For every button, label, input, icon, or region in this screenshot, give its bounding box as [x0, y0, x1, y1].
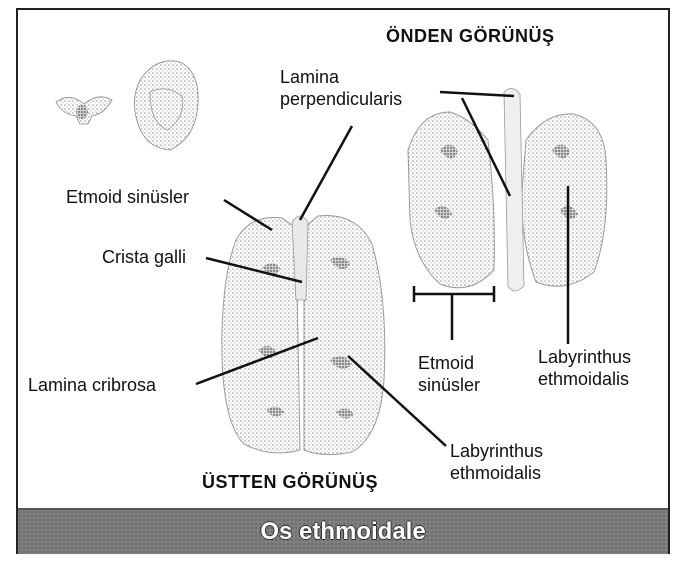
skull-front-thumbnail — [55, 96, 113, 125]
ethmoid-front-view — [407, 88, 608, 292]
front-view-title: ÖNDEN GÖRÜNÜŞ — [386, 26, 555, 46]
caption-text: Os ethmoidale — [260, 518, 426, 545]
top-view-title: ÜSTTEN GÖRÜNÜŞ — [202, 472, 379, 492]
label-labyrinthus-bottom-line1: Labyrinthus — [450, 441, 544, 461]
label-labyrinthus-bottom-line2: ethmoidalis — [450, 463, 542, 483]
caption-bar: Os ethmoidale — [18, 508, 668, 554]
skull-side-thumbnail — [134, 60, 199, 151]
label-lamina-perpendicularis-line1: Lamina — [280, 67, 340, 87]
ethmoid-top-view — [221, 215, 386, 456]
label-labyrinthus-right-line2: ethmoidalis — [538, 369, 630, 389]
leader-lines — [195, 90, 570, 447]
label-etmoid-sinusler-right-line2: sinüsler — [418, 375, 481, 395]
label-lamina-perpendicularis-line2: perpendicularis — [280, 89, 403, 109]
label-lamina-cribrosa: Lamina cribrosa — [28, 375, 157, 395]
label-etmoid-sinusler-left: Etmoid sinüsler — [66, 187, 190, 207]
label-labyrinthus-right-line1: Labyrinthus — [538, 347, 632, 367]
label-crista-galli: Crista galli — [102, 247, 187, 267]
label-etmoid-sinusler-right-line1: Etmoid — [418, 353, 475, 373]
